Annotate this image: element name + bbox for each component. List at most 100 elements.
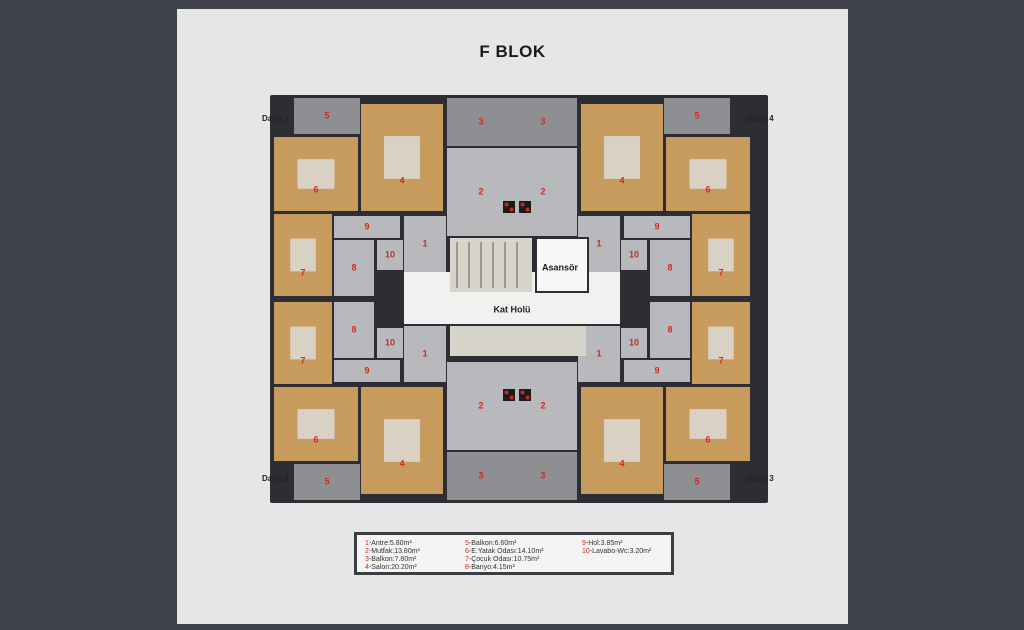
- room-balcony-small: [294, 98, 360, 134]
- room-number: 3: [478, 470, 483, 480]
- furniture-rug: [603, 136, 641, 179]
- room-hall: [334, 216, 400, 238]
- stove-icon: [503, 389, 515, 401]
- room-kitchen: [447, 148, 515, 236]
- furniture-rug: [689, 409, 727, 439]
- room-number: 6: [313, 435, 318, 445]
- elevator-label: Asansör: [542, 262, 579, 272]
- room-wc: [377, 240, 403, 270]
- room-number: 10: [629, 249, 639, 259]
- legend-item: 8-Banyo:4.15m²: [465, 564, 515, 571]
- room-number: 8: [351, 324, 356, 334]
- furniture-rug: [383, 419, 421, 462]
- core-shaft: [450, 326, 586, 356]
- stove-icon: [503, 201, 515, 213]
- room-number: 5: [694, 110, 699, 120]
- room-number: 3: [540, 116, 545, 126]
- room-number: 4: [399, 175, 404, 185]
- room-balcony: [509, 452, 577, 500]
- room-number: 8: [351, 262, 356, 272]
- room-number: 4: [399, 458, 404, 468]
- stove-burner: [504, 390, 509, 395]
- room-number: 3: [540, 470, 545, 480]
- stair-step: [504, 242, 506, 288]
- room-hall: [624, 360, 690, 382]
- room-number: 10: [629, 337, 639, 347]
- room-number: 4: [619, 175, 624, 185]
- legend-item: 3-Balkon:7.80m²: [365, 556, 417, 563]
- furniture-rug: [708, 238, 734, 272]
- room-number: 10: [385, 337, 395, 347]
- room-hall: [624, 216, 690, 238]
- room-balcony: [447, 452, 515, 500]
- furniture-rug: [689, 159, 727, 189]
- furniture-rug: [297, 409, 335, 439]
- room-number: 4: [619, 458, 624, 468]
- room-number: 9: [654, 221, 659, 231]
- stove-burner: [525, 207, 530, 212]
- stair-step: [516, 242, 518, 288]
- room-balcony-small: [294, 464, 360, 500]
- furniture-rug: [708, 326, 734, 360]
- room-number: 1: [596, 238, 601, 248]
- unit-label-daire-4: Daire 4: [747, 114, 774, 123]
- room-number: 10: [385, 249, 395, 259]
- stove-burner: [525, 395, 530, 400]
- legend-item: 2-Mutfak:13.80m²: [365, 548, 420, 555]
- room-number: 5: [694, 476, 699, 486]
- room-number: 8: [667, 262, 672, 272]
- furniture-rug: [603, 419, 641, 462]
- unit-label-daire-3: Daire 3: [747, 474, 774, 483]
- room-number: 3: [478, 116, 483, 126]
- room-number: 2: [540, 186, 545, 196]
- room-number: 6: [705, 185, 710, 195]
- stove-icon: [519, 201, 531, 213]
- legend-item: 1-Antre:5.80m²: [365, 540, 412, 547]
- stair-step: [468, 242, 470, 288]
- room-number: 7: [718, 267, 723, 277]
- room-number: 7: [300, 355, 305, 365]
- furniture-rug: [290, 326, 316, 360]
- stove-burner: [520, 390, 525, 395]
- room-balcony-small: [664, 464, 730, 500]
- room-number: 2: [478, 186, 483, 196]
- stove-icon: [519, 389, 531, 401]
- stair-step: [456, 242, 458, 288]
- core-stairs: [450, 238, 532, 292]
- legend-item: 10-Lavabo-Wc:3.20m²: [582, 548, 652, 555]
- unit-label-daire-2: Daire 2: [262, 474, 289, 483]
- stove-burner: [520, 202, 525, 207]
- stove-burner: [504, 202, 509, 207]
- room-number: 6: [705, 435, 710, 445]
- room-kitchen: [509, 148, 577, 236]
- legend-item: 4-Salon:20.20m²: [365, 564, 417, 571]
- stair-step: [492, 242, 494, 288]
- legend-item: 7-Çocuk Odası:10.75m²: [465, 556, 540, 563]
- room-balcony-small: [664, 98, 730, 134]
- room-number: 1: [422, 348, 427, 358]
- stove-burner: [509, 395, 514, 400]
- room-number: 9: [654, 365, 659, 375]
- room-number: 2: [540, 400, 545, 410]
- room-hall: [334, 360, 400, 382]
- unit-label-daire-1: Daire 1: [262, 114, 289, 123]
- room-number: 9: [364, 365, 369, 375]
- room-kitchen: [509, 362, 577, 450]
- room-bathroom: [650, 240, 690, 296]
- room-number: 7: [300, 267, 305, 277]
- room-number: 9: [364, 221, 369, 231]
- page-title: F BLOK: [479, 42, 546, 61]
- legend-item: 5-Balkon:6.60m²: [465, 540, 517, 547]
- stove-burner: [509, 207, 514, 212]
- room-number: 7: [718, 355, 723, 365]
- room-balcony: [447, 98, 515, 146]
- room-bathroom: [334, 240, 374, 296]
- room-entrance: [404, 216, 446, 272]
- legend-item: 9-Hol:3.85m²: [582, 540, 623, 547]
- room-bathroom: [334, 302, 374, 358]
- room-number: 5: [324, 476, 329, 486]
- room-balcony: [509, 98, 577, 146]
- room-wc: [621, 328, 647, 358]
- room-number: 2: [478, 400, 483, 410]
